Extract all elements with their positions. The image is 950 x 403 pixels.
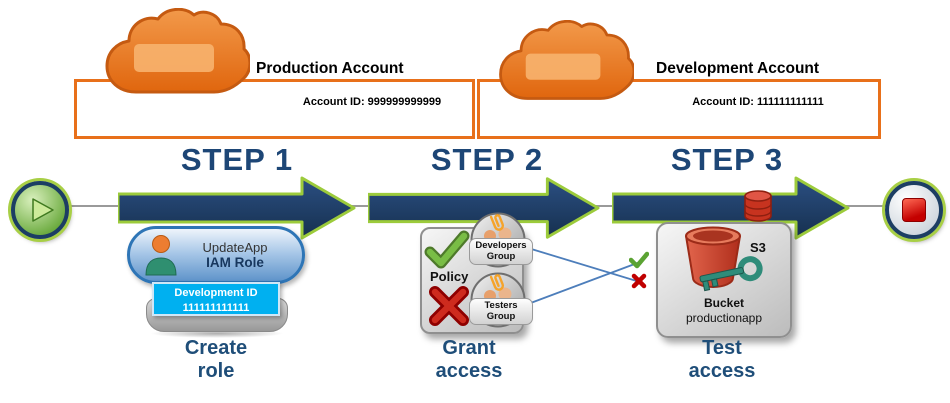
development-id-label: Development ID (174, 287, 258, 299)
stop-button (885, 181, 943, 239)
step2-label: STEP 2 (430, 142, 544, 177)
production-account-id: Account ID: 999999999999 (302, 96, 442, 108)
s3-service-label: S3 (750, 240, 766, 255)
iam-role-card: UpdateApp IAM Role (127, 226, 305, 284)
testers-group-line1: Testers (484, 300, 518, 311)
step3-caption: Test access (637, 337, 807, 383)
development-id-value: 111111111111 (182, 302, 250, 314)
x-icon (429, 286, 469, 326)
step2-caption-line2: access (435, 360, 503, 382)
paperclip-icon (489, 214, 505, 231)
step3-label: STEP 3 (670, 142, 784, 177)
bucket-label: Bucket (703, 296, 744, 310)
check-icon (424, 230, 470, 269)
iam-role-name: UpdateApp (202, 240, 268, 255)
s3-icon (744, 190, 772, 222)
production-account-title: Production Account (256, 60, 404, 77)
developers-group: Developers Group (469, 211, 535, 274)
development-id-badge: Development ID 111111111111 (152, 282, 280, 316)
paperclip-icon (489, 274, 505, 291)
development-account-title: Development Account (656, 60, 820, 77)
deny-x-icon (631, 273, 647, 289)
play-button (11, 181, 69, 239)
step1-caption: Create role (131, 337, 301, 383)
user-icon (145, 235, 177, 276)
developers-group-label: Developers Group (469, 238, 533, 265)
testers-group-label: Testers Group (469, 298, 533, 325)
step3-caption-line2: access (688, 360, 756, 382)
developers-group-line2: Group (486, 250, 516, 262)
policy-label: Policy (430, 269, 469, 284)
allow-check-icon (629, 251, 649, 269)
access-connector-lines (527, 247, 641, 305)
bucket-name: productionapp (685, 311, 763, 325)
step1-arrow (118, 176, 356, 240)
step3-caption-line1: Test (702, 337, 742, 359)
step1-caption-line2: role (197, 360, 235, 382)
step3-arrow (612, 176, 850, 240)
production-cloud-icon (105, 8, 250, 94)
key-icon (699, 256, 763, 292)
step2-arrow (368, 177, 600, 239)
iam-role-text: UpdateApp IAM Role (178, 240, 302, 270)
iam-role-type: IAM Role (206, 255, 264, 270)
step1-label: STEP 1 (180, 142, 294, 177)
development-cloud-icon (499, 20, 634, 100)
step1-caption-line1: Create (184, 337, 248, 359)
development-account-id: Account ID: 111111111111 (692, 96, 824, 108)
step2-caption: Grant access (384, 337, 554, 383)
role-card-shadow (150, 329, 284, 338)
testers-group: Testers Group (469, 271, 535, 334)
play-icon (32, 198, 54, 222)
step2-caption-line1: Grant (442, 337, 496, 359)
stop-icon (902, 198, 926, 222)
developers-group-line1: Developers (475, 240, 527, 251)
testers-group-line2: Group (486, 310, 516, 322)
